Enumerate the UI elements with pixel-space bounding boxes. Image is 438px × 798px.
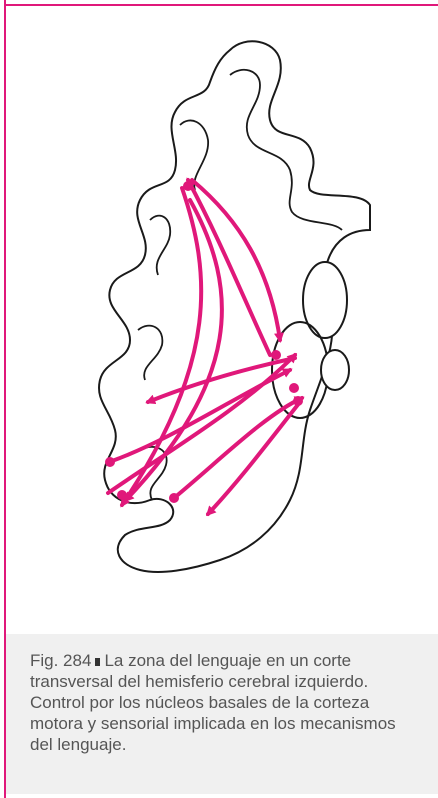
- dot: [293, 396, 303, 406]
- arrow-path-3: [192, 180, 280, 340]
- dot: [105, 457, 115, 467]
- thalamus: [321, 350, 349, 390]
- figure-number: Fig. 284: [30, 651, 91, 670]
- caudate-nucleus: [303, 262, 347, 338]
- brain-section-illustration: [70, 30, 410, 610]
- arrow-path-2: [126, 200, 222, 500]
- frame-border-top: [4, 4, 438, 6]
- dot: [117, 490, 127, 500]
- pathway-arrows: [108, 180, 302, 514]
- dot: [271, 350, 281, 360]
- caption-bullet-icon: [95, 658, 100, 666]
- dot: [169, 493, 179, 503]
- dot: [183, 181, 193, 191]
- dot: [289, 383, 299, 393]
